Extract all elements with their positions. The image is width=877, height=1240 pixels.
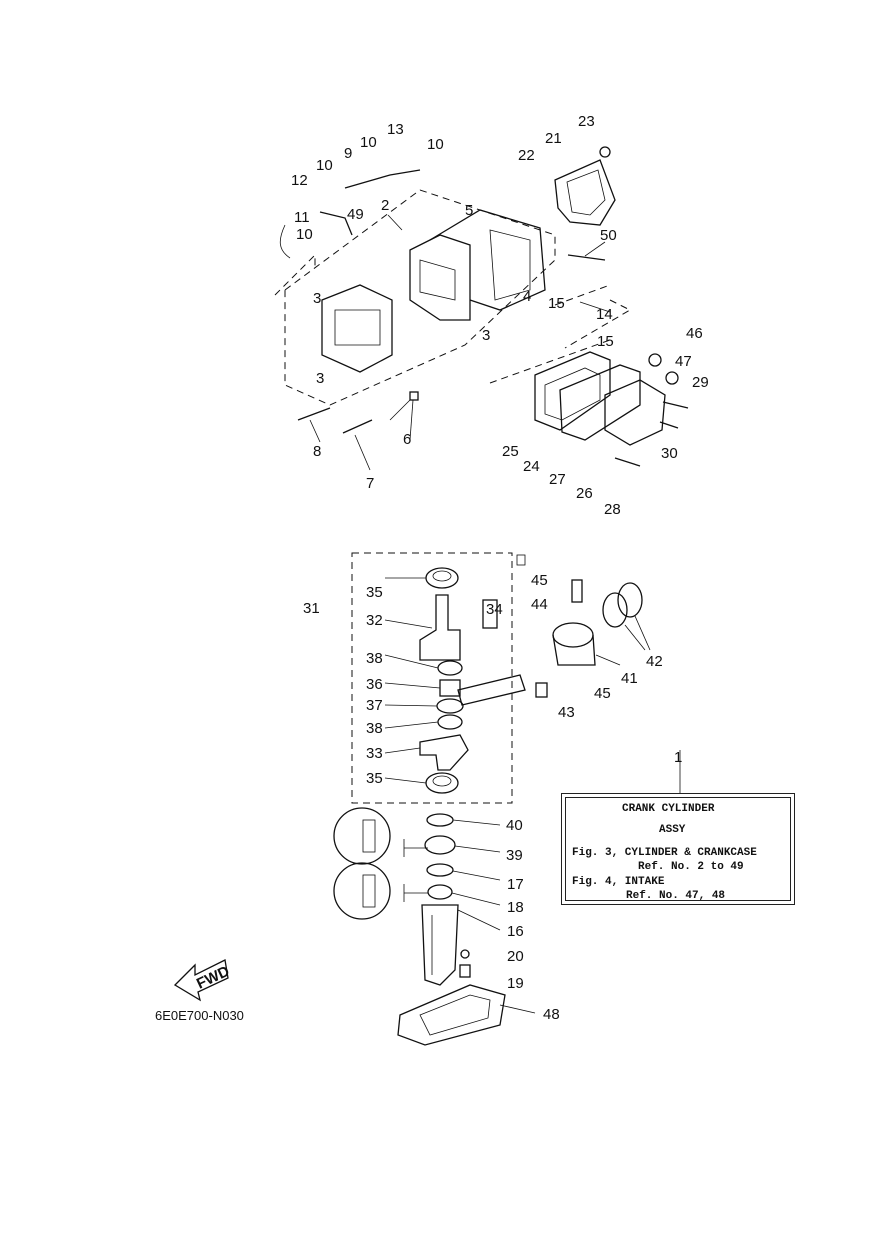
diagram-code: 6E0E700-N030 (155, 1008, 244, 1023)
callout-14: 14 (596, 306, 613, 323)
callout-12: 12 (291, 172, 308, 189)
callout-45a: 45 (531, 572, 548, 589)
callout-10b: 10 (427, 136, 444, 153)
callout-21: 21 (545, 130, 562, 147)
callout-32: 32 (366, 612, 383, 629)
callout-4: 4 (523, 288, 531, 305)
callout-30: 30 (661, 445, 678, 462)
callout-1: 1 (674, 749, 682, 766)
legend-line-2: ASSY (659, 824, 686, 836)
grease-callout-lower (333, 862, 391, 920)
callout-38b: 38 (366, 720, 383, 737)
callout-7: 7 (366, 475, 374, 492)
callout-3a: 3 (313, 290, 321, 307)
callout-24: 24 (523, 458, 540, 475)
callout-29: 29 (692, 374, 709, 391)
callout-46: 46 (686, 325, 703, 342)
callout-49: 49 (347, 206, 364, 223)
callout-18: 18 (507, 899, 524, 916)
callout-34: 34 (486, 601, 503, 618)
grease-callout-upper (333, 807, 391, 865)
fwd-arrow-icon: FWD (173, 959, 232, 1002)
callout-38a: 38 (366, 650, 383, 667)
fwd-label: FWD (194, 963, 232, 993)
callout-50: 50 (600, 227, 617, 244)
callout-13: 13 (387, 121, 404, 138)
callout-10a: 10 (360, 134, 377, 151)
callout-42: 42 (646, 653, 663, 670)
callout-9: 9 (344, 145, 352, 162)
callout-35a: 35 (366, 584, 383, 601)
callout-15b: 15 (597, 333, 614, 350)
callout-17: 17 (507, 876, 524, 893)
callout-41: 41 (621, 670, 638, 687)
callout-23: 23 (578, 113, 595, 130)
callout-3b: 3 (482, 327, 490, 344)
callout-20: 20 (507, 948, 524, 965)
callout-10c: 10 (316, 157, 333, 174)
legend-line-3: Fig. 3, CYLINDER & CRANKCASE (572, 847, 757, 859)
callout-39: 39 (506, 847, 523, 864)
callout-27: 27 (549, 471, 566, 488)
callout-40: 40 (506, 817, 523, 834)
callout-26: 26 (576, 485, 593, 502)
callout-19: 19 (507, 975, 524, 992)
callout-48: 48 (543, 1006, 560, 1023)
callout-numbers: 23 13 21 10 10 9 22 10 12 2 5 11 49 10 5… (291, 113, 709, 1023)
assembly-legend-box: CRANK CYLINDER ASSY Fig. 3, CYLINDER & C… (561, 793, 795, 905)
callout-11: 11 (294, 209, 310, 226)
callout-25: 25 (502, 443, 519, 460)
callout-3c: 3 (316, 370, 324, 387)
callout-35b: 35 (366, 770, 383, 787)
callout-6: 6 (403, 431, 411, 448)
cylinder-crankcase-group (274, 146, 689, 467)
callout-15a: 15 (548, 295, 565, 312)
legend-line-4: Ref. No. 2 to 49 (638, 861, 744, 873)
callout-31: 31 (303, 600, 320, 617)
callout-2: 2 (381, 197, 389, 214)
callout-47: 47 (675, 353, 692, 370)
leader-lines (309, 214, 681, 1014)
callout-22: 22 (518, 147, 535, 164)
callout-28: 28 (604, 501, 621, 518)
legend-line-6: Ref. No. 47, 48 (626, 890, 726, 902)
callout-16: 16 (507, 923, 524, 940)
callout-45b: 45 (594, 685, 611, 702)
callout-44: 44 (531, 596, 548, 613)
callout-36: 36 (366, 676, 383, 693)
legend-line-5: Fig. 4, INTAKE (572, 876, 665, 888)
callout-8: 8 (313, 443, 321, 460)
callout-33: 33 (366, 745, 383, 762)
callout-10d: 10 (296, 226, 313, 243)
callout-5: 5 (465, 202, 473, 219)
callout-43: 43 (558, 704, 575, 721)
callout-37: 37 (366, 697, 383, 714)
legend-line-1: CRANK CYLINDER (622, 803, 715, 815)
